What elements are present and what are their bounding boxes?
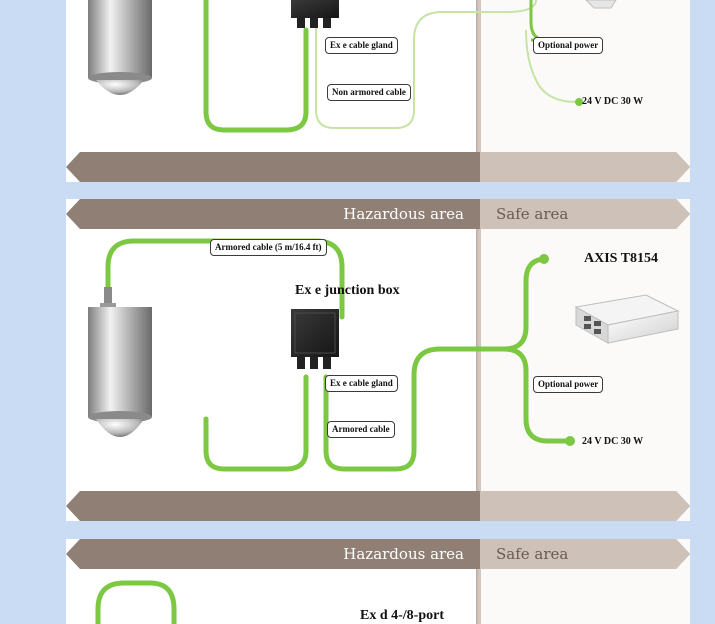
safe-area-label: Safe area [496, 545, 569, 563]
power-spec-label: 24 V DC 30 W [582, 436, 644, 447]
optional-power-tag: Optional power [533, 376, 604, 393]
poe-midspan-device [574, 294, 680, 344]
safe-area-background [478, 0, 690, 182]
area-band-bottom [66, 152, 690, 182]
hazardous-area-label: Hazardous area [343, 545, 464, 563]
power-terminal-dot [575, 98, 583, 106]
safe-area-label: Safe area [496, 205, 569, 223]
diagram-panel-armored: Hazardous area Safe area [66, 199, 690, 521]
hazardous-area-label: Hazardous area [343, 205, 464, 223]
switch-label: Ex d 4-/8-port [360, 608, 444, 623]
junction-box [291, 0, 339, 28]
optional-power-line [501, 346, 569, 444]
power-terminal-dot [565, 436, 575, 446]
diagram-panel-ex-d-switch: Hazardous area Safe area Ex d 4-/8-port [66, 539, 690, 624]
junction-box [291, 309, 339, 369]
thin-cable-line [315, 0, 537, 129]
panel3-drawing [95, 580, 177, 624]
cable-tag: Non armored cable [327, 84, 411, 101]
safe-area-background [478, 199, 690, 521]
area-band-top [66, 199, 690, 229]
cable-gland-tag: Ex e cable gland [325, 37, 398, 54]
diagram-panel-non-armored: Ex e cable gland Non armored cable Optio… [66, 0, 690, 182]
panel2-drawing [88, 238, 680, 472]
armored-cable-length-tag: Armored cable (5 m/16.4 ft) [210, 239, 327, 256]
area-band-top [66, 539, 690, 569]
cable-line [203, 374, 309, 472]
explosion-protected-camera [88, 287, 152, 437]
cable-line [95, 580, 177, 624]
explosion-protected-camera [88, 0, 152, 95]
device-label: AXIS T8154 [584, 251, 659, 266]
area-divider [476, 0, 481, 182]
power-spec-label: 24 V DC 30 W [582, 96, 644, 107]
cable-gland-tag: Ex e cable gland [325, 375, 398, 392]
cable-line [203, 0, 309, 133]
area-divider [476, 539, 481, 624]
poe-device [585, 0, 617, 9]
junction-box-label: Ex e junction box [295, 283, 400, 298]
device-terminal-dot [539, 254, 549, 264]
armored-cable-to-safe-line [323, 346, 507, 472]
armored-cable-tag: Armored cable [327, 421, 395, 438]
area-divider [476, 199, 481, 521]
optional-power-tag: Optional power [533, 37, 604, 54]
area-band-bottom [66, 491, 690, 521]
